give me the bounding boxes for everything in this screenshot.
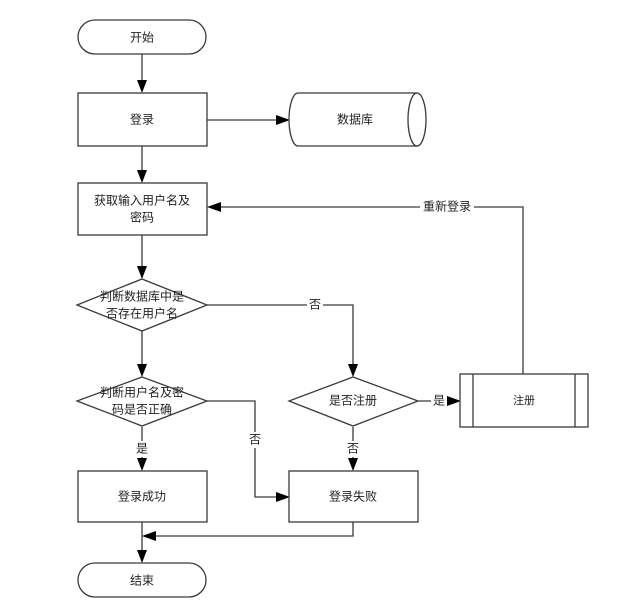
terminator-shape <box>77 19 207 55</box>
edge-label-bg <box>345 441 361 457</box>
decision-shape <box>287 376 420 427</box>
node-get-credentials-line1: 获取输入用户名及 <box>94 193 190 208</box>
arrowhead <box>137 266 147 279</box>
node-login-fail: 登录失败 <box>288 470 419 523</box>
edge-fail-merge <box>154 522 354 537</box>
node-check-password: 判断用户名及密 码是否正确 <box>75 376 209 427</box>
edge-label-no-register: 否 <box>347 442 359 456</box>
arrowhead <box>276 492 290 502</box>
node-login-label: 登录 <box>130 112 154 127</box>
arrowhead <box>137 458 147 471</box>
process-shape <box>288 470 419 523</box>
edge-label-user-not-exists: 否 <box>309 298 321 312</box>
edge-labels: 重新登录 否 否 是 是 否 <box>134 199 474 457</box>
node-check-password-line2: 码是否正确 <box>112 403 172 417</box>
arrowhead <box>137 170 147 183</box>
node-check-user-line1: 判断数据库中是 <box>100 289 184 304</box>
arrowhead <box>137 364 147 377</box>
edge-user-not-exists <box>207 304 354 366</box>
node-check-password-line1: 判断用户名及密 <box>100 385 184 400</box>
edge-label-bg <box>431 393 447 409</box>
process-shape <box>77 470 208 523</box>
arrowhead <box>276 115 290 125</box>
arrowhead <box>447 396 461 406</box>
node-register-decision: 是否注册 <box>287 376 420 427</box>
node-start: 开始 <box>77 19 207 55</box>
edge-label-bg <box>420 199 474 215</box>
decision-shape <box>75 376 209 427</box>
node-get-credentials-line2: 密码 <box>130 210 154 225</box>
edge-label-bg <box>307 297 323 313</box>
edge-label-bg <box>247 432 263 448</box>
node-login-success: 登录成功 <box>77 470 208 523</box>
node-get-credentials: 获取输入用户名及 密码 <box>77 182 208 236</box>
edge-label-password-ok: 是 <box>136 442 148 456</box>
arrowhead <box>137 550 147 563</box>
node-register-decision-label: 是否注册 <box>329 393 377 408</box>
decision-shape <box>75 278 209 332</box>
edge-label-relogin: 重新登录 <box>423 199 471 214</box>
process-shape <box>77 92 208 147</box>
arrowhead <box>207 202 221 212</box>
node-login-fail-label: 登录失败 <box>329 489 377 504</box>
node-check-user-line2: 否存在用户名 <box>106 306 178 321</box>
node-register-label: 注册 <box>513 393 535 407</box>
terminator-shape <box>77 562 207 598</box>
process-shape <box>77 182 208 236</box>
predefined-process-shape <box>459 373 589 428</box>
arrowhead <box>137 80 147 93</box>
node-login: 登录 <box>77 92 208 147</box>
arrowhead <box>348 458 358 471</box>
database-rim <box>407 92 418 147</box>
edge-label-password-wrong: 否 <box>249 433 261 447</box>
arrowhead <box>142 531 156 541</box>
edge-label-bg <box>134 441 150 457</box>
arrowhead <box>348 364 358 377</box>
edge-relogin <box>219 206 524 374</box>
node-end-label: 结束 <box>130 574 154 588</box>
node-start-label: 开始 <box>130 31 154 45</box>
edge-label-do-register: 是 <box>433 394 445 408</box>
node-database-label: 数据库 <box>337 112 373 127</box>
node-end: 结束 <box>77 562 207 598</box>
edge-password-wrong <box>207 400 278 498</box>
node-database: 数据库 <box>288 92 427 147</box>
node-check-user-exists: 判断数据库中是 否存在用户名 <box>75 278 209 332</box>
node-register: 注册 <box>459 373 589 428</box>
node-login-success-label: 登录成功 <box>118 489 166 504</box>
